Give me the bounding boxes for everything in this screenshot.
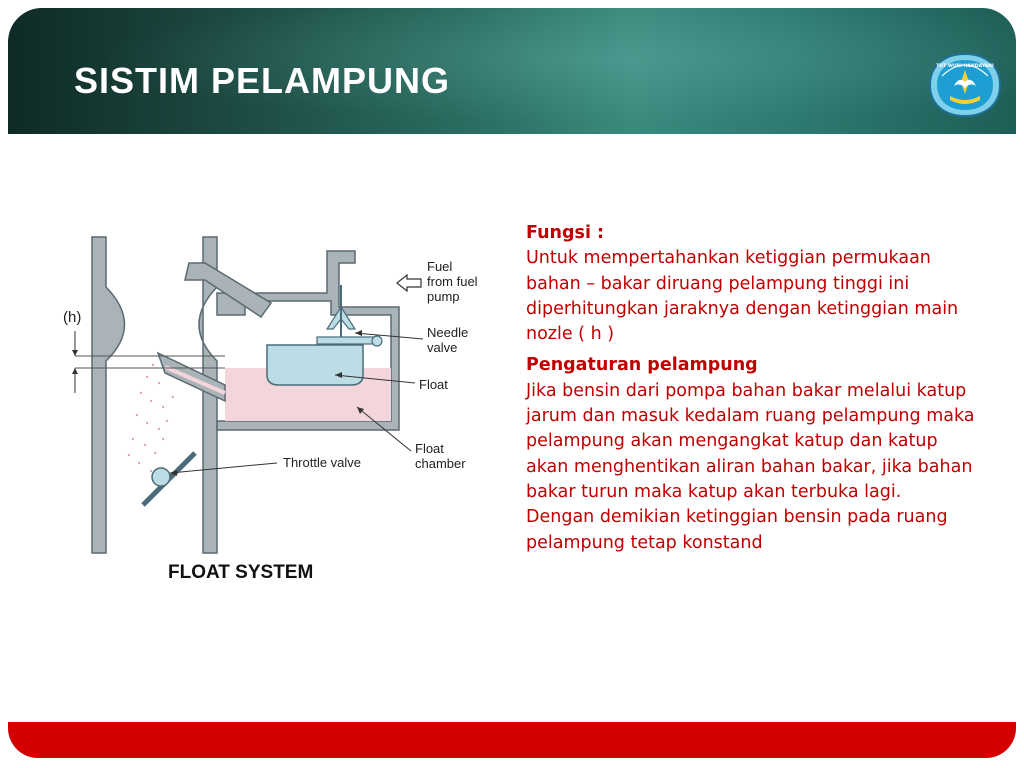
fungsi-heading: Fungsi : (526, 223, 605, 243)
h-label: (h) (63, 309, 81, 326)
throttle-label: Throttle valve (283, 455, 361, 470)
header-banner: SISTIM PELAMPUNG TUT WURI HANDAYANI (8, 8, 1016, 134)
throttle-valve (141, 451, 197, 507)
footer-bar (8, 722, 1016, 758)
figure-caption: FLOAT SYSTEM (168, 562, 314, 583)
needle-label-2: valve (427, 340, 457, 355)
float (266, 344, 364, 386)
pengaturan-heading: Pengaturan pelampung (526, 355, 758, 376)
kesimpulan-text: Dengan demikian ketinggian bensin pada r… (526, 507, 948, 553)
tut-wuri-handayani-logo: TUT WURI HANDAYANI (928, 52, 1002, 118)
slide-title: SISTIM PELAMPUNG (74, 60, 451, 101)
svg-text:TUT WURI HANDAYANI: TUT WURI HANDAYANI (936, 63, 994, 69)
fuel-label-1: Fuel (427, 259, 452, 274)
float-arm (316, 336, 380, 345)
fuel-spray (127, 363, 175, 473)
float-label: Float (419, 377, 448, 392)
fuel-label-2: from fuel (427, 274, 478, 289)
chamber-label-2: chamber (415, 456, 466, 471)
vent-tube (184, 262, 273, 319)
description-panel: Fungsi : Untuk mempertahankan ketiggian … (526, 221, 976, 556)
pengaturan-text: Jika bensin dari pompa bahan bakar melal… (526, 380, 975, 502)
float-system-diagram: (h) Fuel from fuel pump Needle valve Flo… (63, 236, 478, 554)
needle-label-1: Needle (427, 325, 468, 340)
fungsi-text: Untuk mempertahankan ketiggian permukaan… (526, 248, 959, 345)
fuel-label-3: pump (427, 289, 460, 304)
venturi-left-wall (91, 236, 126, 554)
chamber-label-1: Float (415, 441, 444, 456)
fuel-arrow (396, 273, 422, 293)
